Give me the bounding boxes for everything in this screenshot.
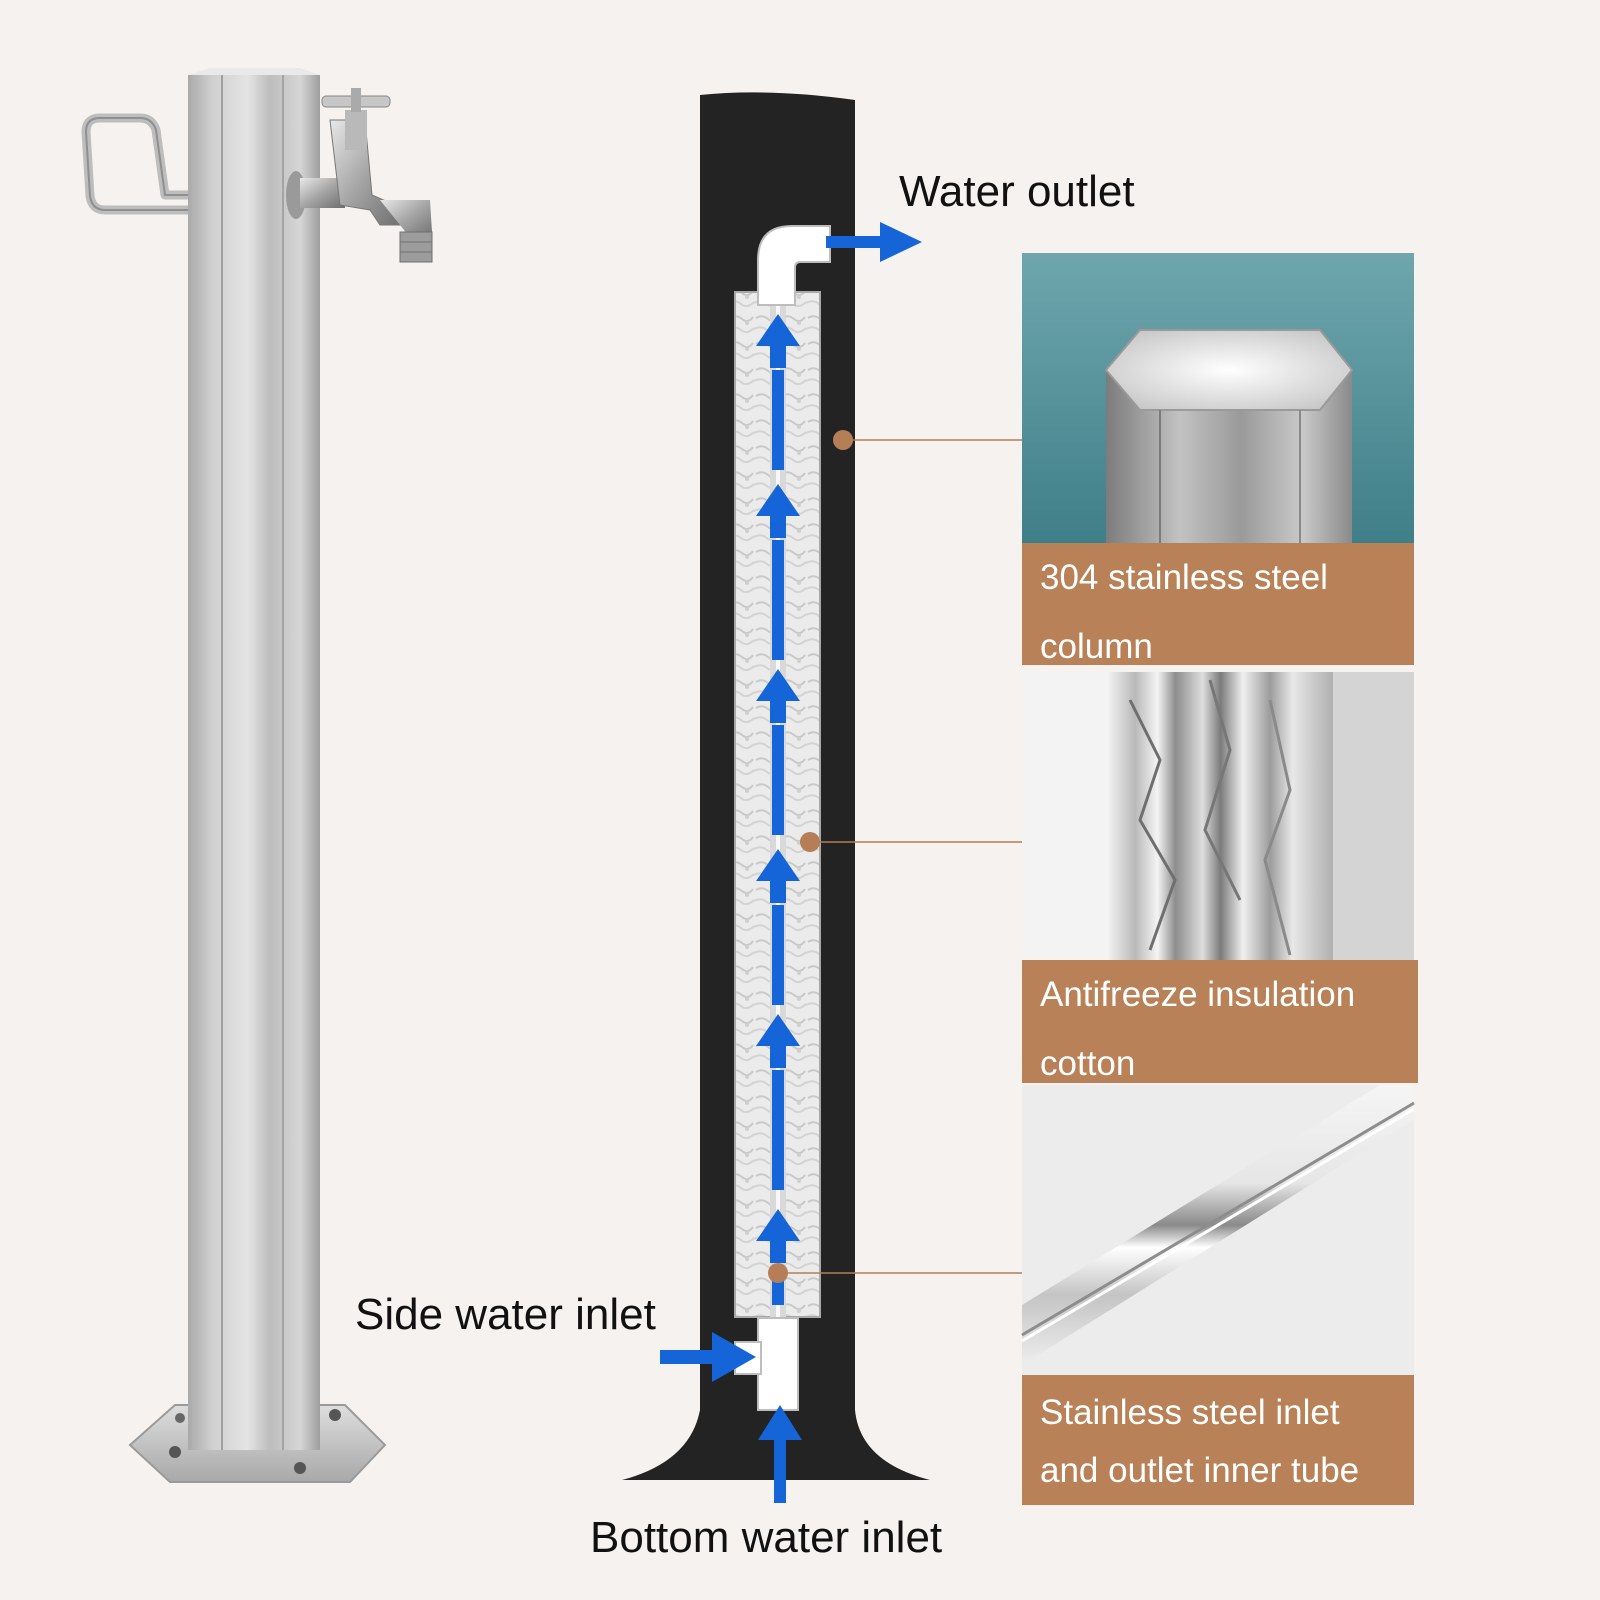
faucet-icon	[286, 88, 433, 263]
caption-insulation: Antifreeze insulation cotton	[1022, 960, 1418, 1083]
water-outlet-label: Water outlet	[899, 167, 1135, 216]
caption-line: column	[1040, 627, 1153, 666]
callout-dot	[800, 832, 820, 852]
inlet-tee	[757, 1317, 799, 1411]
caption-tube: Stainless steel inlet and outlet inner t…	[1022, 1375, 1414, 1505]
caption-line: Stainless steel inlet	[1040, 1393, 1340, 1432]
base-bolt-hole	[329, 1409, 341, 1421]
callout-dot	[768, 1263, 788, 1283]
outlet-arrow	[826, 222, 922, 262]
bottom-inlet-arrow	[758, 1405, 802, 1503]
caption-column: 304 stainless steel column	[1022, 543, 1414, 665]
flow-arrow-icon	[756, 314, 800, 1305]
bottom-inlet-label: Bottom water inlet	[590, 1513, 943, 1562]
caption-line: cotton	[1040, 1044, 1136, 1083]
hose-hook-icon	[81, 113, 188, 215]
side-inlet-label: Side water inlet	[355, 1290, 656, 1339]
steel-post	[188, 75, 320, 1450]
detail-panel-insulation	[1022, 672, 1414, 962]
caption-line: and outlet inner tube	[1040, 1451, 1360, 1490]
product-water-post	[81, 68, 433, 1483]
detail-panel-column	[1022, 253, 1414, 543]
base-bolt-hole	[175, 1413, 185, 1423]
outlet-elbow	[757, 225, 831, 306]
side-inlet-arrow	[660, 1332, 756, 1382]
base-bolt-hole	[294, 1462, 306, 1474]
caption-line: Antifreeze insulation	[1040, 975, 1356, 1014]
caption-line: 304 stainless steel	[1040, 558, 1328, 597]
base-bolt-hole	[169, 1446, 181, 1458]
callout-dot	[833, 430, 853, 450]
cutaway-diagram	[622, 92, 1022, 1503]
detail-panel-tube	[1021, 1085, 1415, 1375]
